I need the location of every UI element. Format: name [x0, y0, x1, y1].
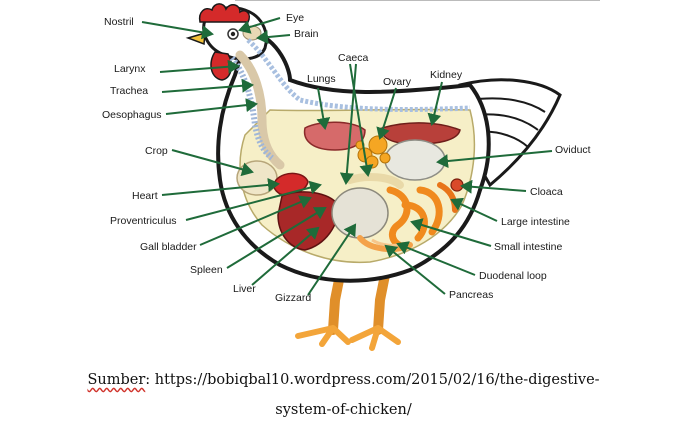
gizzard-organ [331, 187, 389, 239]
caption-line-1: Sumber: https://bobiqbal10.wordpress.com… [0, 372, 687, 388]
labels: Nostril Eye Brain Larynx Trachea Oesopha… [102, 12, 591, 304]
label-caeca: Caeca [338, 52, 369, 64]
label-cloaca: Cloaca [530, 186, 563, 198]
label-kidney: Kidney [430, 69, 463, 81]
label-larynx: Larynx [114, 63, 146, 75]
label-liver: Liver [233, 283, 256, 295]
caption-prefix: Sumber [87, 372, 146, 388]
chicken-anatomy-diagram: Nostril Eye Brain Larynx Trachea Oesopha… [102, 0, 600, 351]
cloaca-organ [450, 178, 464, 192]
caption-line-2: system-of-chicken/ [275, 402, 412, 418]
label-trachea: Trachea [110, 85, 148, 97]
oviduct-organ [384, 139, 446, 181]
label-pancreas: Pancreas [449, 289, 493, 301]
label-gizzard: Gizzard [275, 292, 311, 304]
label-gall-bladder: Gall bladder [140, 241, 197, 253]
leader-lines [141, 17, 553, 296]
beak [185, 31, 206, 46]
oesophagus-tube [235, 50, 285, 170]
label-proventriculus: Proventriculus [110, 215, 177, 227]
label-heart: Heart [132, 190, 158, 202]
caption-url-part-1: : https://bobiqbal10.wordpress.com/2015/… [145, 372, 600, 388]
label-large-intestine: Large intestine [501, 216, 570, 228]
caeca-organ [346, 173, 404, 189]
legs [295, 270, 401, 351]
label-nostril: Nostril [104, 16, 134, 28]
comb [198, 3, 251, 23]
label-oesophagus: Oesophagus [102, 109, 162, 121]
label-crop: Crop [145, 145, 168, 157]
label-lungs: Lungs [307, 73, 336, 85]
label-small-intestine: Small intestine [494, 241, 562, 253]
crop-organ [236, 160, 278, 196]
label-ovary: Ovary [383, 76, 412, 88]
label-oviduct: Oviduct [555, 144, 591, 156]
label-spleen: Spleen [190, 264, 223, 276]
label-brain: Brain [294, 28, 319, 40]
label-duodenal-loop: Duodenal loop [479, 270, 547, 282]
label-eye: Eye [286, 12, 304, 24]
spine [246, 38, 471, 113]
